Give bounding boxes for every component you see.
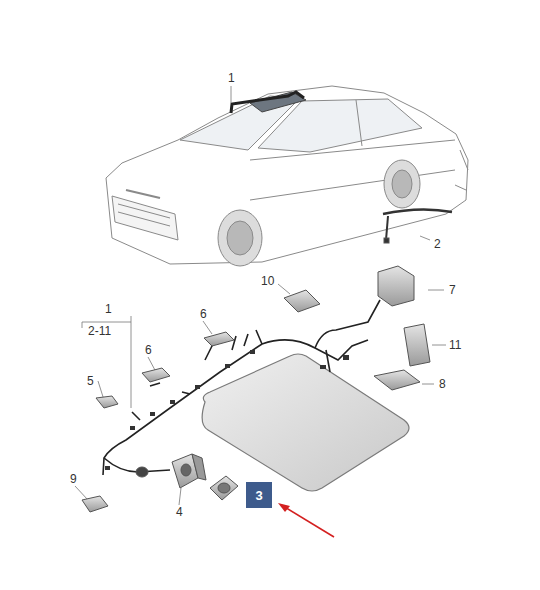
harness-clips [105,350,349,470]
callout-number: 4 [174,505,185,519]
callout-number: 10 [259,274,276,288]
callout-number: 1 [226,71,237,85]
callout-number: 8 [437,377,448,391]
callout-number: 1 [103,302,114,316]
callout-number: 6 [143,343,154,357]
callout-number: 2 [432,237,443,251]
pointer-arrow-head [278,503,290,512]
sunroof-harness-on-car [231,92,304,113]
callout-number: 3 [255,488,262,503]
callout-number: 7 [447,283,458,297]
car-outline [106,86,468,266]
callout-number: 2-11 [86,324,113,338]
callout-number: 11 [447,338,463,352]
highlighted-callout-box: 3 [246,482,272,508]
callout-number: 9 [68,472,79,486]
pointer-arrow [283,506,334,537]
callout-number: 5 [85,374,96,388]
glass-panel [202,354,409,491]
components [82,209,452,512]
leader-lines [75,86,446,505]
wiring-harness [103,300,380,475]
callout-number: 6 [198,307,209,321]
